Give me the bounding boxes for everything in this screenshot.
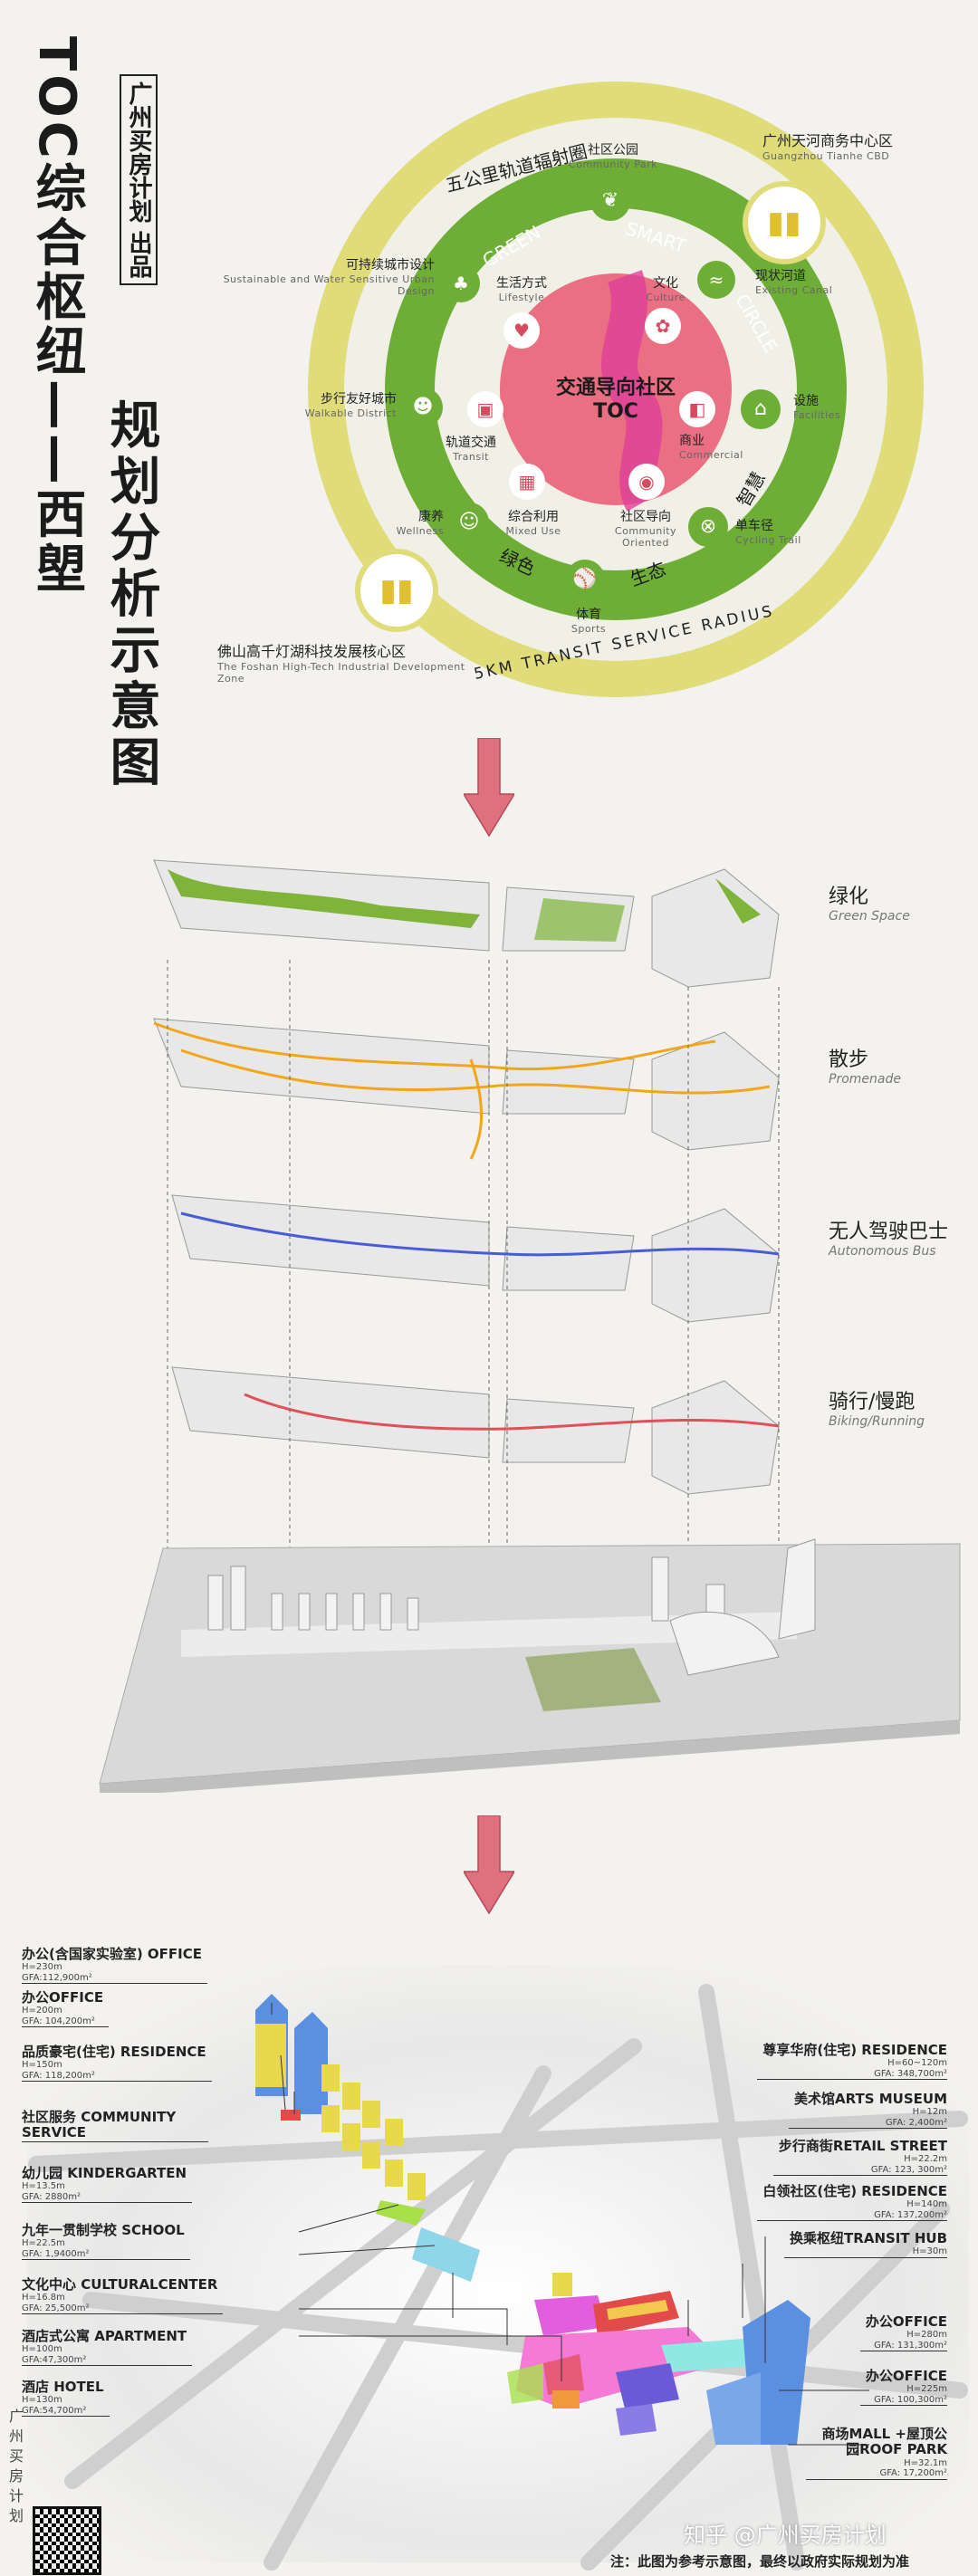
publisher-tag: 广州买房计划 出品 [120,74,158,286]
side-brand: 广州买房计划 [6,2408,24,2528]
layer-promenade [153,1018,780,1160]
label-community-service: 社区服务 COMMUNITY SERVICE [22,2109,208,2142]
mixed-use-icon: ▦ [509,464,545,500]
layer-green [153,859,780,988]
down-arrow-1 [464,738,514,838]
qr-code[interactable] [33,2506,101,2575]
cycling-icon: ⊗ [688,507,728,547]
facilities-icon: ⌂ [741,389,781,429]
foshan-building-icon: ▮▮ [355,549,438,632]
commercial-icon: ◧ [679,391,715,427]
main-title: TOC综合枢纽——西塱 [27,36,86,597]
canal-icon: ≈ [697,261,735,299]
sports-icon: ⚾ [565,560,605,599]
community-park-icon: ❦ [590,181,630,221]
community-oriented-icon: ◉ [628,464,665,500]
culture-icon: ✿ [645,308,681,344]
toc-circle-diagram [308,81,924,697]
walkable-icon: ☻ [403,388,443,427]
tianhe-building-icon: ▮▮ [743,181,826,264]
sustainable-icon: ♣ [442,264,480,302]
center-label: 交通导向社区 TOC [555,377,676,423]
down-arrow-2 [464,1815,514,1915]
disclaimer-note: 注：此图为参考示意图，最终以政府实际规划为准 [610,2553,910,2570]
layer-stack [99,859,961,1793]
layer-bus [171,1194,780,1323]
transit-icon: ▣ [467,391,503,427]
site-model [99,1538,961,1793]
wellness-icon: ☺ [449,503,489,542]
zhihu-watermark: 知乎 @广州买房计划 [684,2523,887,2548]
lifestyle-icon: ♥ [503,312,540,349]
layer-bike [171,1366,780,1495]
subtitle: 规划分析示意图 [101,398,160,791]
masterplan-map [27,1965,969,2571]
